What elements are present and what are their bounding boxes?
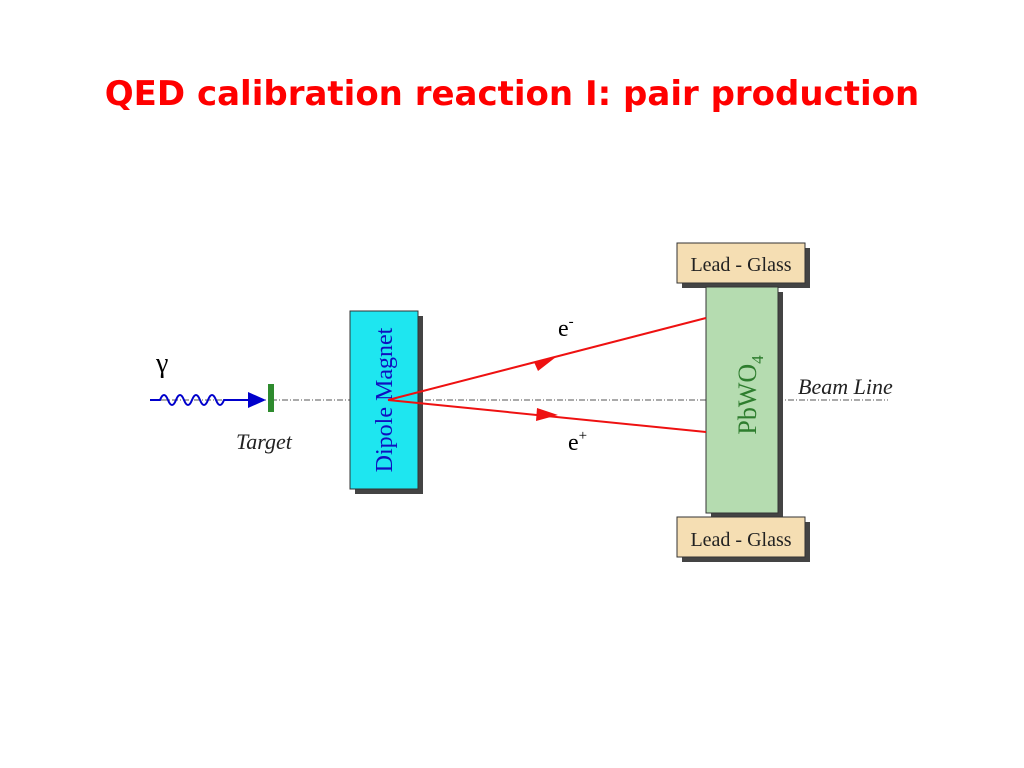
target-label: Target	[236, 429, 293, 454]
positron-arrowhead	[536, 408, 558, 421]
pbwo4-label: PbWO4	[733, 355, 767, 435]
pbwo4-main: PbWO	[733, 364, 762, 435]
photon-label: γ	[155, 348, 168, 379]
lead-glass-bottom	[676, 516, 806, 558]
lead-glass-bottom-label: Lead - Glass	[690, 529, 791, 551]
lead-glass-top	[676, 242, 806, 284]
photon-wave	[150, 394, 250, 406]
beam-line-label: Beam Line	[798, 374, 893, 399]
pbwo4-block	[705, 286, 779, 514]
electron-label: e-	[558, 314, 574, 342]
dipole-magnet	[349, 310, 419, 490]
positron-charge: +	[579, 428, 587, 444]
lead-glass-top-label: Lead - Glass	[690, 254, 791, 276]
positron-label: e+	[568, 428, 587, 456]
electron-track	[387, 317, 707, 401]
pbwo4-subscript: 4	[748, 355, 767, 364]
slide-title: QED calibration reaction I: pair product…	[104, 74, 920, 114]
electron-arrowhead	[534, 357, 556, 371]
electron-charge: -	[569, 314, 574, 330]
photon-arrowhead	[248, 392, 266, 408]
electron-symbol: e	[558, 316, 569, 342]
positron-symbol: e	[568, 430, 579, 456]
target	[268, 384, 274, 412]
